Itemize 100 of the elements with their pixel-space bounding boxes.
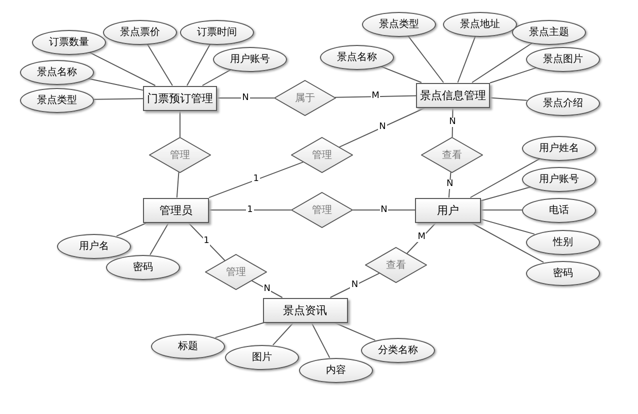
attribute-name: 景点名称 [337, 50, 377, 64]
connector-line [457, 36, 476, 83]
attribute-ellipse [20, 60, 94, 84]
connector-line [490, 97, 528, 101]
attribute-ellipse [225, 344, 299, 370]
relationship-name: 管理 [170, 149, 190, 162]
relationship-diamond [291, 137, 353, 173]
relationship-name: 管理 [226, 266, 246, 279]
relationship-diamond [421, 137, 483, 173]
attribute-ellipse [443, 12, 517, 36]
attribute-name: 景点地址 [460, 18, 500, 31]
relationship-diamond [149, 137, 211, 173]
attribute-name: 景点主题 [529, 26, 569, 39]
attribute-ellipse [299, 358, 373, 382]
connector-line [214, 322, 265, 338]
connector-line [480, 186, 531, 202]
entity-box [262, 298, 348, 322]
relationship-name: 管理 [312, 149, 332, 162]
connector-line [272, 322, 294, 346]
connector-line [448, 172, 452, 198]
attribute-ellipse [522, 166, 596, 192]
attribute-ellipse [512, 20, 586, 44]
relationship-diamond [365, 247, 427, 283]
connector-line [470, 222, 544, 263]
attribute-ellipse [522, 198, 596, 222]
attribute-name: 订票数量 [49, 36, 89, 49]
attribute-ellipse [103, 20, 177, 44]
cardinality-label: N [241, 94, 250, 102]
attribute-name: 电话 [549, 204, 569, 217]
connector-line [310, 322, 330, 358]
connector-line [116, 222, 148, 237]
attribute-ellipse [361, 338, 435, 362]
attribute-name: 性别 [553, 236, 573, 249]
attribute-name: 订票时间 [197, 26, 237, 39]
attribute-ellipse [526, 46, 600, 72]
connector-line [186, 44, 211, 86]
relationship-diamond [274, 80, 336, 116]
entity-box [415, 198, 481, 222]
attribute-ellipse [526, 260, 600, 286]
connector-line [334, 322, 376, 341]
entity-box [416, 82, 490, 108]
connector-line [408, 36, 444, 83]
attribute-ellipse [320, 44, 394, 70]
cardinality-label: N [380, 206, 388, 214]
attribute-ellipse [526, 90, 600, 116]
attribute-name: 景点介绍 [543, 96, 583, 110]
entity-box [143, 198, 209, 222]
connector-line [93, 98, 144, 100]
relationship-diamond [291, 192, 353, 228]
attribute-name: 标题 [178, 340, 198, 353]
attribute-ellipse [362, 12, 436, 36]
relationship-name: 查看 [386, 258, 406, 272]
attribute-name: 内容 [326, 364, 346, 377]
connector-line [452, 107, 454, 138]
connector-line [208, 162, 304, 198]
attribute-name: 景点名称 [37, 66, 77, 79]
attribute-name: 用户账号 [539, 172, 579, 186]
cardinality-label: N [445, 180, 454, 190]
relationship-name: 属于 [295, 92, 315, 105]
attribute-name: 用户名 [79, 240, 109, 253]
attribute-name: 用户姓名 [539, 142, 579, 155]
attribute-name: 景点类型 [37, 94, 77, 107]
attribute-ellipse [57, 234, 131, 258]
cardinality-label: 1 [202, 236, 210, 246]
attribute-ellipse [151, 334, 225, 358]
cardinality-label: N [378, 122, 387, 132]
attribute-ellipse [213, 46, 287, 72]
connector-line [490, 67, 537, 84]
connector-line [480, 218, 535, 235]
relationship-name: 查看 [442, 148, 462, 162]
connector-line [472, 42, 533, 83]
connector-line [202, 69, 232, 86]
cardinality-label: N [350, 280, 360, 290]
attribute-name: 用户账号 [230, 52, 270, 66]
attribute-ellipse [180, 20, 254, 44]
cardinality-label: M [416, 233, 426, 242]
connector-line [88, 78, 144, 91]
attribute-name: 景点票价 [120, 26, 160, 39]
connector-line [380, 66, 422, 83]
attribute-ellipse [106, 254, 180, 280]
relationship-name: 管理 [312, 204, 332, 217]
connector-line [406, 222, 437, 254]
attribute-ellipse [32, 30, 106, 54]
entity-name: 景点资讯 [283, 302, 327, 318]
cardinality-label: N [448, 118, 457, 127]
entity-name: 景点信息管理 [420, 88, 486, 102]
cardinality-label: 1 [246, 206, 254, 214]
connector-line [330, 272, 380, 298]
entity-box [143, 86, 217, 110]
connector-line [338, 107, 426, 148]
attribute-ellipse [522, 136, 596, 160]
connector-line [188, 222, 226, 261]
connector-line [334, 95, 416, 98]
entity-name: 管理员 [160, 202, 192, 218]
attribute-ellipse [526, 230, 600, 254]
attribute-name: 密码 [553, 266, 573, 280]
attribute-name: 图片 [252, 350, 272, 364]
connector-line [146, 44, 173, 86]
connector-line [470, 158, 540, 198]
connector-line [150, 222, 170, 256]
